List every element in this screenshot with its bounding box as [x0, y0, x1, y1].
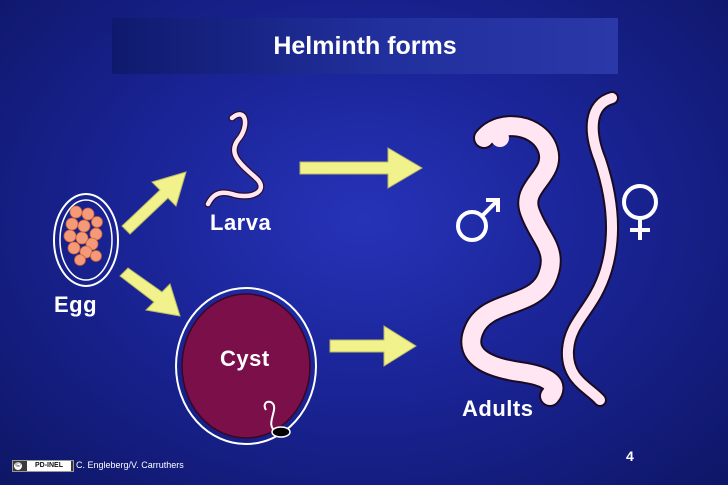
- cyst-icon: [175, 287, 317, 445]
- arrow-larva-to-adults: [299, 147, 423, 189]
- copyright-icon: ©: [14, 462, 22, 470]
- credit-text: C. Engleberg/V. Carruthers: [76, 460, 184, 470]
- arrow-egg-to-cyst: [119, 267, 181, 317]
- license-badge: © PD-INEL: [12, 460, 74, 472]
- adult-male-worm-icon: [460, 115, 565, 407]
- larva-label: Larva: [210, 210, 272, 235]
- arrow-egg-to-larva: [121, 171, 187, 235]
- slide-title: Helminth forms: [273, 32, 457, 60]
- male-symbol-icon: [456, 198, 500, 242]
- larva-icon: [204, 110, 265, 208]
- female-symbol-icon: [622, 184, 658, 240]
- adult-female-worm-icon: [560, 91, 620, 407]
- page-number: 4: [626, 448, 634, 464]
- egg-icon: [53, 193, 119, 287]
- egg-label: Egg: [54, 292, 98, 317]
- license-badge-text: PD-INEL: [27, 461, 71, 471]
- title-bar: [112, 18, 618, 74]
- adults-label: Adults: [462, 396, 534, 421]
- cyst-label: Cyst: [220, 346, 270, 371]
- arrow-cyst-to-adults: [329, 325, 417, 367]
